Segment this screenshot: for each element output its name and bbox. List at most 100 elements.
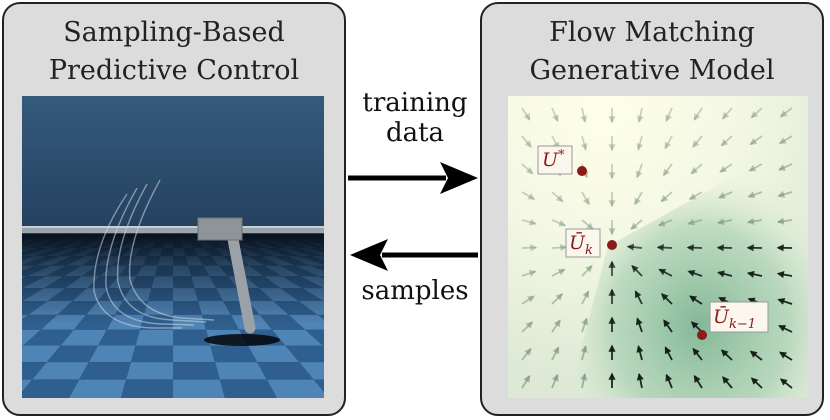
- u-k-base: Ū: [569, 231, 586, 254]
- flow-field-plot: U* Ūk Ūk−1: [508, 96, 808, 398]
- flow-vector: [719, 163, 733, 173]
- flow-vector: [776, 271, 793, 279]
- flow-vector: [692, 347, 703, 361]
- flow-vector: [521, 107, 531, 121]
- flow-vector: [687, 269, 703, 277]
- flow-vector: [636, 135, 644, 151]
- flow-vector: [747, 191, 763, 199]
- flow-vector: [688, 191, 703, 200]
- flow-vector: [521, 191, 536, 200]
- flow-vector: [777, 190, 793, 198]
- flow-vector: [635, 317, 643, 333]
- flow-vector: [665, 373, 673, 389]
- flow-vector: [551, 293, 564, 305]
- flow-vector: [581, 317, 589, 333]
- floor-tile: [126, 362, 173, 380]
- flow-vector: [720, 135, 733, 147]
- floor-tile: [121, 379, 173, 398]
- flow-vector: [749, 135, 763, 146]
- flow-vector: [631, 264, 643, 277]
- flow-vector: [551, 107, 559, 123]
- flow-vector: [664, 346, 673, 361]
- u-k-minus-1-marker: Ūk−1: [697, 301, 769, 340]
- flow-vector: [721, 107, 733, 120]
- flow-vector: [551, 319, 561, 333]
- flow-vector: [692, 135, 703, 148]
- flow-vector: [658, 268, 673, 277]
- flow-vector: [693, 107, 703, 121]
- floor-tile: [22, 379, 80, 398]
- flow-vector: [660, 191, 673, 203]
- training-arrow-head: [440, 162, 478, 194]
- floor-tile: [305, 329, 324, 346]
- flow-vector: [521, 347, 532, 361]
- flow-vector: [687, 218, 703, 226]
- floor-tile: [22, 379, 33, 392]
- floor-tile: [215, 362, 267, 380]
- right-title-line2: Generative Model: [529, 55, 775, 86]
- u-k-marker: Ūk: [565, 228, 617, 258]
- flow-vector: [581, 191, 590, 206]
- floor-tile: [257, 362, 314, 380]
- floor-tile: [219, 379, 277, 398]
- floor-tile: [313, 379, 324, 392]
- samples-label: samples: [361, 276, 469, 306]
- floor-tile: [23, 329, 74, 346]
- flow-vector: [746, 270, 763, 278]
- flow-vector: [656, 243, 673, 252]
- floor-tile: [46, 345, 99, 363]
- flow-vector: [778, 135, 793, 145]
- u-k-sub: k: [585, 243, 593, 258]
- flow-vector: [580, 345, 588, 361]
- flow-vector: [777, 298, 793, 305]
- left-title-line1: Sampling-Based: [63, 17, 285, 48]
- flow-vector: [634, 191, 643, 206]
- floor-tile: [79, 362, 131, 380]
- flow-vector: [664, 135, 673, 150]
- flow-vector: [581, 219, 594, 230]
- floor-tile: [173, 379, 225, 398]
- flow-vector: [716, 218, 733, 226]
- flow-vector: [630, 219, 643, 230]
- flow-vector: [521, 295, 535, 305]
- flow-vector: [635, 163, 643, 179]
- u-star-sup: *: [558, 148, 565, 163]
- flow-vector: [749, 350, 763, 361]
- flow-vector: [776, 217, 793, 225]
- flow-vector: [660, 293, 673, 305]
- trajectory-traces: [93, 179, 215, 329]
- flow-vector: [778, 351, 793, 361]
- floor-tile: [173, 345, 216, 363]
- floor-tile: [135, 329, 173, 346]
- u-star-base: U: [542, 149, 559, 171]
- flow-vector: [580, 135, 588, 151]
- flow-vector: [779, 107, 793, 118]
- flow-vector: [657, 219, 673, 227]
- flow-vector: [636, 372, 644, 389]
- floor-tile: [22, 345, 24, 347]
- flow-vector: [689, 295, 703, 305]
- flow-vector: [551, 191, 564, 203]
- training-label-line2: data: [385, 118, 445, 148]
- flow-vector: [777, 163, 793, 171]
- floor-tile: [266, 379, 324, 398]
- flow-vector: [720, 349, 733, 361]
- flow-vector: [626, 243, 643, 251]
- left-panel-title: Sampling-Based Predictive Control: [4, 14, 344, 90]
- flow-vector: [581, 264, 593, 277]
- flow-vector: [750, 107, 763, 119]
- flow-vector: [636, 345, 644, 361]
- floor-tile: [285, 345, 324, 363]
- flow-vector: [551, 243, 568, 252]
- floor-tile: [299, 362, 324, 380]
- u-star-marker: U*: [537, 145, 587, 176]
- flow-vector: [717, 270, 733, 278]
- flow-vector: [551, 219, 567, 227]
- flow-vector: [750, 377, 763, 389]
- right-panel-title: Flow Matching Generative Model: [482, 14, 822, 90]
- training-data-label: training data: [350, 88, 480, 148]
- flow-vector: [551, 346, 560, 361]
- floor-tile: [247, 345, 300, 363]
- flow-vector: [722, 376, 733, 389]
- flow-vector: [521, 321, 534, 333]
